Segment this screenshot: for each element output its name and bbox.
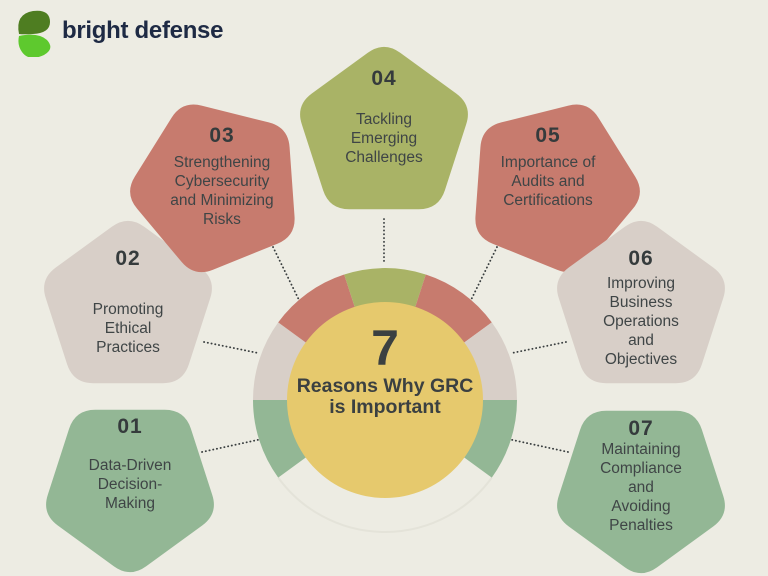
pentagon-06: 06 Improving Business Operations and Obj…: [556, 248, 726, 369]
pentagon-03-label: Strengthening Cybersecurity and Minimizi…: [170, 154, 274, 228]
connector-line-03: [272, 246, 300, 301]
center-title-block: 7 Reasons Why GRC is Important: [275, 320, 495, 418]
ring-segment-01: [253, 400, 308, 478]
pentagon-02-number: 02: [115, 247, 141, 270]
pentagon-07-label: Maintaining Compliance and Avoiding Pena…: [600, 441, 682, 534]
ring-segment-02: [253, 322, 308, 400]
pentagon-01-label: Data-Driven Decision- Making: [88, 457, 172, 512]
pentagon-03: 03 Strengthening Cybersecurity and Minim…: [137, 125, 307, 229]
pentagon-06-number: 06: [628, 247, 654, 270]
brand-logo: bright defense: [10, 5, 223, 57]
pentagon-04-number: 04: [371, 67, 397, 90]
ring-segment-04: [344, 268, 426, 309]
pentagon-01: 01 Data-Driven Decision- Making: [45, 416, 215, 513]
center-big-number: 7: [371, 320, 399, 376]
pentagon-02: 02 Promoting Ethical Practices: [43, 248, 213, 357]
pentagon-07-number: 07: [628, 417, 654, 440]
ring-segment-06: [462, 322, 518, 400]
pentagon-01-number: 01: [117, 415, 143, 438]
ring-segment-07: [462, 400, 518, 478]
pentagon-03-number: 03: [209, 124, 235, 147]
ring-segment-03: [278, 274, 356, 344]
connector-line-05: [470, 246, 498, 301]
pentagon-04-label: Tackling Emerging Challenges: [345, 111, 423, 166]
pentagon-05-label: Importance of Audits and Certifications: [500, 154, 596, 209]
ring-bottom-shadow-arc: [277, 477, 493, 534]
brand-name: bright defense: [62, 17, 224, 44]
pentagon-05: 05 Importance of Audits and Certificatio…: [463, 125, 633, 210]
connector-line-01: [201, 438, 263, 453]
connector-line-02: [203, 341, 259, 354]
connector-line-06: [511, 341, 567, 354]
brand-leaf-icon: [18, 10, 51, 57]
center-ring: [253, 268, 518, 478]
connector-line-07: [507, 438, 569, 453]
pentagon-02-label: Promoting Ethical Practices: [92, 301, 164, 356]
center-title: Reasons Why GRC is Important: [296, 375, 474, 418]
center-circle: [287, 302, 483, 498]
pentagon-07: 07 Maintaining Compliance and Avoiding P…: [556, 418, 726, 535]
pentagon-06-label: Improving Business Operations and Object…: [603, 275, 679, 368]
ring-segment-05: [414, 274, 492, 344]
pentagon-04: 04 Tackling Emerging Challenges: [299, 68, 469, 167]
pentagon-05-number: 05: [535, 124, 561, 147]
